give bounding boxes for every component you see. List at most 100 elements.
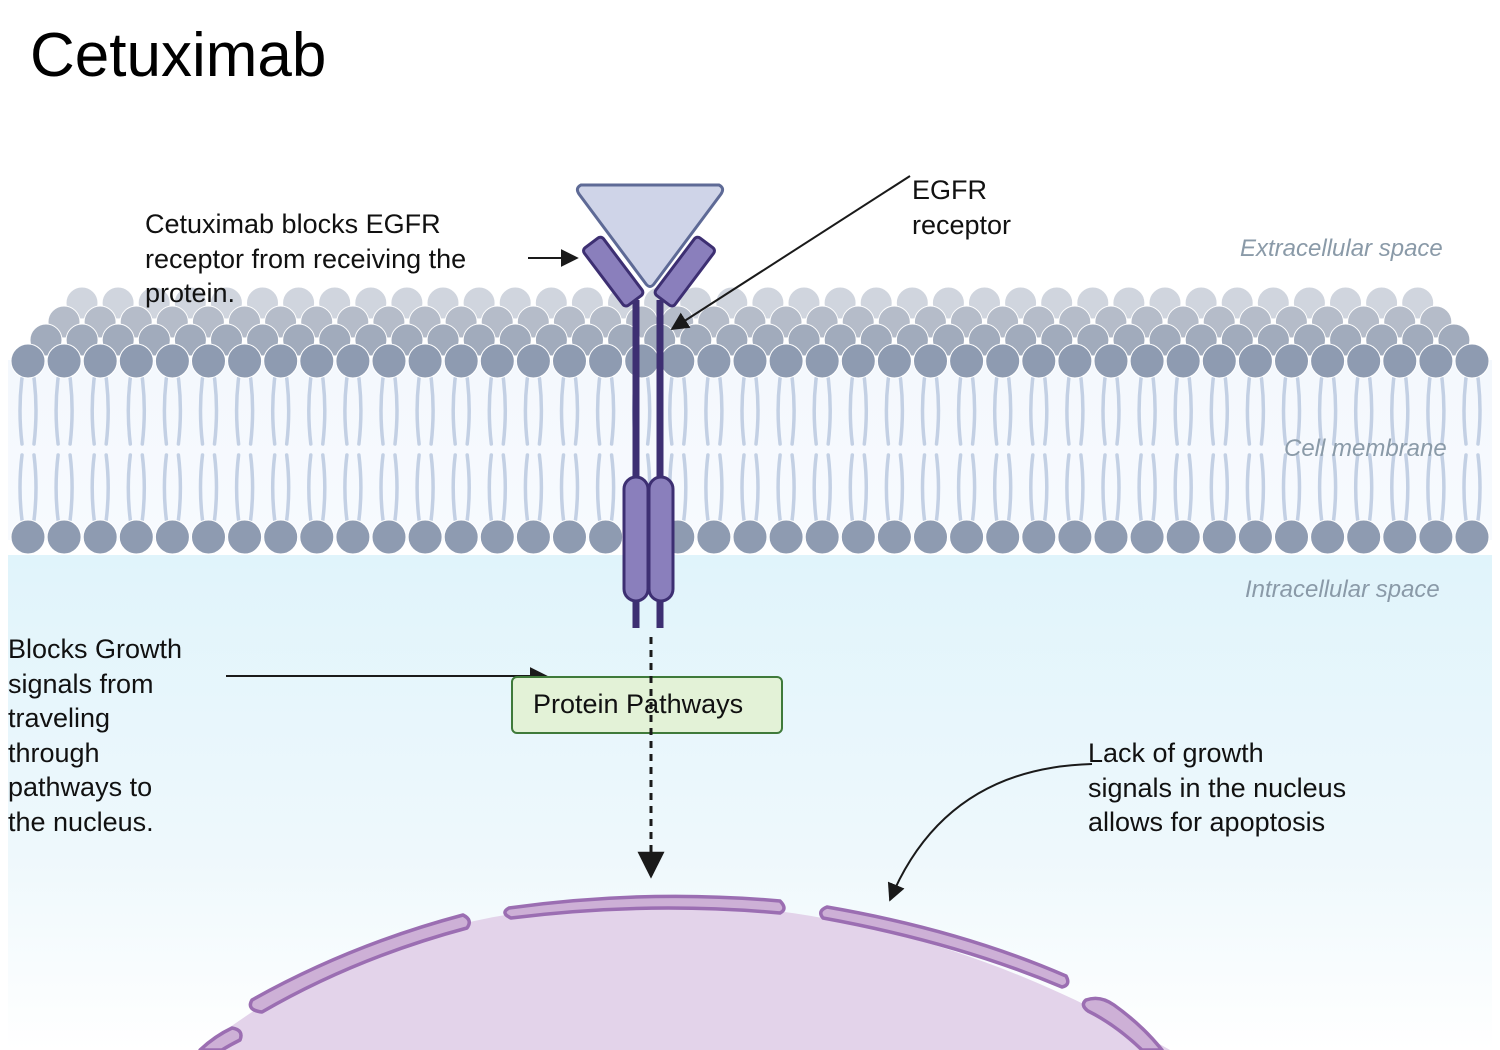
lipid-head — [1201, 343, 1237, 379]
lipid-head — [1165, 519, 1201, 555]
extracellular-space-label: Extracellular space — [1240, 235, 1443, 262]
lipid-head — [263, 519, 299, 555]
lipid-tail — [776, 376, 796, 522]
lipid-head — [1129, 519, 1165, 555]
lipid-head — [876, 343, 912, 379]
lipid-head — [804, 519, 840, 555]
lipid-head — [660, 343, 696, 379]
lipid-head — [732, 343, 768, 379]
cetuximab-antibody — [575, 183, 725, 288]
lipid-head — [371, 343, 407, 379]
lipid-head — [227, 343, 263, 379]
lipid-head — [10, 343, 46, 379]
nucleus-body — [200, 902, 1170, 1050]
lipid-head — [949, 343, 985, 379]
lipid-tail — [1281, 376, 1302, 522]
intracellular-space-label: Intracellular space — [1245, 576, 1440, 603]
membrane-core — [8, 360, 1492, 540]
lipid-tail — [1065, 376, 1085, 522]
lipid-head — [1057, 519, 1093, 555]
lipid-tail — [1245, 376, 1266, 522]
lipid-head — [876, 519, 912, 555]
lipid-tail — [1426, 376, 1446, 522]
lipid-head — [1021, 519, 1057, 555]
lipid-head — [10, 519, 46, 555]
lipid-head — [191, 343, 226, 379]
lipid-head — [1274, 343, 1309, 379]
lipid-tail — [920, 376, 941, 522]
receptor-arm-right — [653, 235, 716, 308]
lipid-head — [371, 519, 407, 555]
lipid-head — [1021, 343, 1057, 379]
lipid-tail — [559, 376, 580, 522]
lipid-head — [479, 343, 515, 379]
lipid-head — [768, 519, 804, 555]
lipid-tail — [1029, 376, 1049, 522]
lipid-tail — [595, 376, 616, 522]
lipid-head — [949, 519, 985, 555]
lipid-tail — [162, 376, 183, 522]
lipid-head — [588, 519, 624, 555]
lipid-tail — [126, 376, 147, 522]
lipid-head — [299, 519, 335, 555]
lipid-head — [1129, 343, 1165, 379]
receptor-kinase-left — [622, 475, 650, 603]
protein-pathways-box: Protein Pathways — [511, 676, 783, 734]
blocks-growth-label: Blocks Growth signals from traveling thr… — [8, 634, 183, 837]
lipid-tail — [198, 376, 219, 522]
lipid-head — [768, 343, 804, 379]
lipid-head — [1346, 343, 1382, 379]
lipid-head — [46, 343, 82, 379]
lack-of-growth-label: Lack of growth signals in the nucleus al… — [1088, 738, 1347, 837]
lipid-head — [479, 519, 515, 555]
lipid-head — [1310, 519, 1346, 555]
lipid-tail — [54, 376, 74, 522]
lipid-tail — [1353, 376, 1374, 522]
lipid-head — [407, 343, 443, 379]
lipid-tail — [343, 376, 363, 522]
lipid-head — [443, 343, 479, 379]
receptor-kinase-right — [647, 475, 675, 603]
lipid-head — [1454, 343, 1490, 379]
lipid-tail — [90, 376, 110, 522]
lipid-head — [82, 343, 118, 379]
lipid-tail — [18, 376, 38, 522]
lipid-head — [443, 519, 479, 555]
lipid-tail — [740, 376, 760, 522]
lipid-head — [1093, 343, 1129, 379]
lipid-head — [1165, 343, 1201, 379]
lipid-tail — [1317, 376, 1338, 522]
lipid-head — [985, 519, 1021, 555]
cetuximab-blocks-label: Cetuximab blocks EGFR receptor from rece… — [145, 209, 467, 308]
lipid-head — [1382, 519, 1418, 555]
arrow-to-nucleus — [887, 763, 1093, 902]
lipid-head — [1418, 343, 1454, 379]
lipid-tail — [523, 376, 544, 522]
lipid-head — [227, 519, 263, 555]
lipid-head — [696, 343, 732, 379]
lipid-head — [1310, 343, 1346, 379]
lipid-head — [1201, 519, 1237, 555]
lipid-head — [732, 519, 768, 555]
lipid-tail — [415, 376, 435, 522]
lipid-tail — [992, 376, 1013, 522]
lipid-outer-heads — [10, 343, 1490, 379]
lipid-tail — [307, 376, 327, 522]
lipid-head — [118, 343, 154, 379]
lipid-head — [407, 519, 443, 555]
lipid-head — [804, 343, 840, 379]
arrow-to-receptor — [670, 175, 911, 330]
lipid-head — [154, 519, 190, 555]
lipid-head — [840, 519, 876, 555]
lipid-head — [299, 343, 335, 379]
lipid-head — [82, 519, 118, 555]
lipid-head — [696, 519, 732, 555]
lipid-head — [1454, 519, 1490, 555]
lipid-tail — [668, 376, 688, 522]
lipid-tail — [884, 376, 905, 522]
lipid-tail — [1390, 376, 1410, 522]
lipid-tail — [956, 376, 977, 522]
lipid-tail — [1137, 376, 1157, 522]
lipid-head — [913, 519, 948, 555]
lipid-tail — [1101, 376, 1121, 522]
